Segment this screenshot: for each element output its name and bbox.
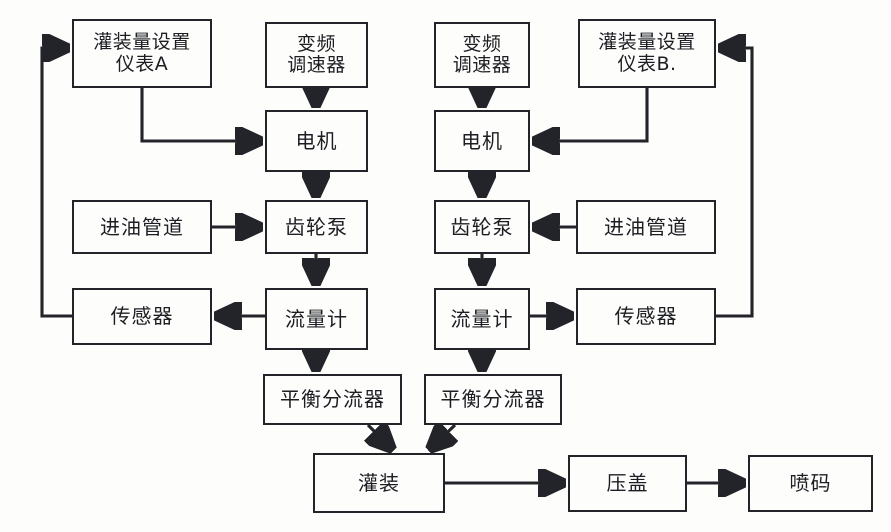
node-splitter-right[interactable]: 平衡分流器: [424, 374, 562, 425]
edge-meter-b-to-motor-right: [537, 88, 649, 141]
node-sensor-right[interactable]: 传感器: [576, 288, 716, 345]
edge-splitter-left-to-filling: [368, 425, 390, 447]
node-flow-meter-left[interactable]: 流量计: [265, 288, 368, 350]
edge-splitter-right-to-filling: [432, 425, 455, 447]
node-capping[interactable]: 压盖: [568, 455, 687, 512]
node-oil-pipe-left[interactable]: 进油管道: [72, 200, 212, 254]
node-meter-a[interactable]: 灌装量设置 仪表A: [72, 19, 212, 88]
node-vfd-left[interactable]: 变频 调速器: [265, 22, 368, 88]
node-flow-meter-right[interactable]: 流量计: [434, 288, 530, 350]
edge-sensor-left-feedback-to-meter-a: [40, 48, 72, 318]
node-motor-right[interactable]: 电机: [434, 110, 530, 172]
node-sensor-left[interactable]: 传感器: [72, 288, 212, 345]
node-coding[interactable]: 喷码: [748, 455, 873, 512]
node-motor-left[interactable]: 电机: [265, 110, 368, 172]
node-splitter-left[interactable]: 平衡分流器: [263, 374, 402, 425]
node-gear-pump-left[interactable]: 齿轮泵: [265, 200, 368, 254]
edge-sensor-right-feedback-to-meter-b: [716, 48, 754, 318]
node-meter-b[interactable]: 灌装量设置 仪表B.: [578, 19, 716, 88]
node-oil-pipe-right[interactable]: 进油管道: [576, 200, 716, 254]
node-gear-pump-right[interactable]: 齿轮泵: [434, 200, 530, 254]
edge-meter-a-to-motor-left: [140, 88, 258, 141]
node-vfd-right[interactable]: 变频 调速器: [434, 22, 530, 88]
node-filling[interactable]: 灌装: [313, 453, 445, 513]
